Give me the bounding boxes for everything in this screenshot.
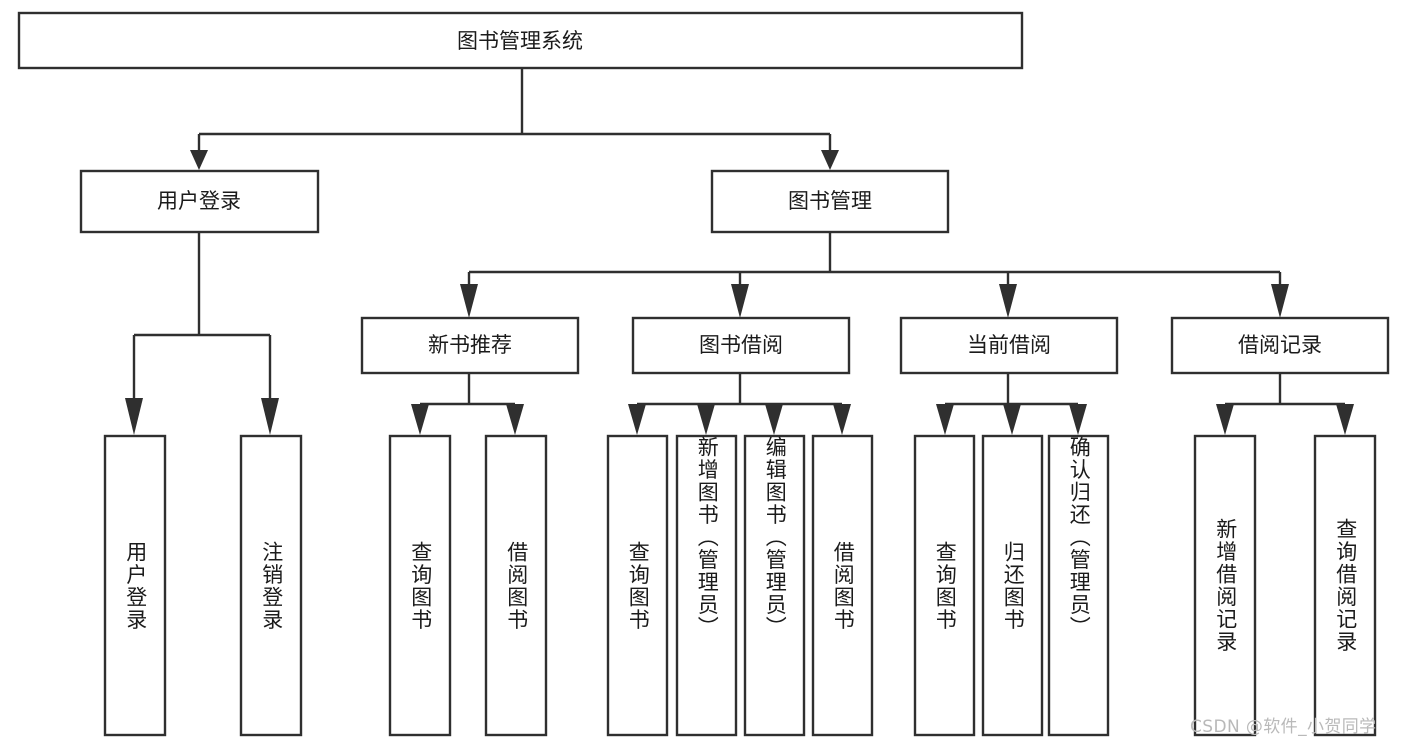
leaf-record-1-box[interactable] [1313, 434, 1377, 737]
arrow-current-leaf-0 [936, 404, 954, 435]
node-borrow-record-box[interactable] [1170, 316, 1390, 375]
leaf-borrow-1-box[interactable] [675, 434, 738, 737]
node-root-label: 图书管理系统 [457, 29, 583, 53]
arrow-book-mgmt-to-current [999, 284, 1017, 318]
arrow-borrow-leaf-1 [697, 404, 715, 435]
node-borrow-box[interactable] [631, 316, 851, 375]
leaf-borrow-0-box[interactable] [606, 434, 669, 737]
node-user-login-box[interactable] [79, 169, 320, 234]
leaf-record-0-box[interactable] [1193, 434, 1257, 737]
node-layer: 图书管理系统 用户登录 图书管理 新书推荐 图书借阅 当前借阅 借阅记录 [17, 11, 1390, 737]
leaf-current-0-box[interactable] [913, 434, 976, 737]
node-current-borrow-box[interactable] [899, 316, 1119, 375]
node-new-book-box[interactable] [360, 316, 580, 375]
connector-layer [125, 69, 1354, 435]
leaf-user-login-0-box[interactable] [103, 434, 167, 737]
arrow-root-to-user-login [190, 150, 208, 170]
leaf-new-book-0-box[interactable] [388, 434, 452, 737]
arrow-book-mgmt-to-new-book [460, 284, 478, 318]
leaf-user-login-1-box[interactable] [239, 434, 303, 737]
node-borrow-record-label: 借阅记录 [1238, 333, 1322, 357]
leaf-borrow-3-box[interactable] [811, 434, 874, 737]
node-book-mgmt-label: 图书管理 [788, 189, 872, 213]
node-new-book-label: 新书推荐 [428, 333, 512, 357]
node-current-borrow-label: 当前借阅 [967, 333, 1051, 357]
arrow-book-mgmt-to-record [1271, 284, 1289, 318]
arrow-record-leaf-0 [1216, 404, 1234, 435]
arrow-record-leaf-1 [1336, 404, 1354, 435]
leaf-new-book-1-box[interactable] [484, 434, 548, 737]
leaf-current-1-box[interactable] [981, 434, 1044, 737]
arrow-current-leaf-2 [1069, 404, 1087, 435]
watermark-text: CSDN @软件_小贺同学 [1190, 717, 1377, 737]
arrow-book-mgmt-to-borrow [731, 284, 749, 318]
arrow-user-login-leaf-1 [261, 398, 279, 435]
arrow-borrow-leaf-0 [628, 404, 646, 435]
node-user-login-label: 用户登录 [157, 189, 241, 213]
node-root-box[interactable] [17, 11, 1024, 70]
node-book-mgmt-box[interactable] [710, 169, 950, 234]
arrow-new-book-leaf-1 [506, 404, 524, 435]
arrow-current-leaf-1 [1003, 404, 1021, 435]
node-borrow-label: 图书借阅 [699, 333, 783, 357]
arrow-borrow-leaf-3 [833, 404, 851, 435]
arrow-user-login-leaf-0 [125, 398, 143, 435]
leaf-current-2-box[interactable] [1047, 434, 1110, 737]
leaf-borrow-2-box[interactable] [743, 434, 806, 737]
arrow-new-book-leaf-0 [411, 404, 429, 435]
arrow-root-to-book-mgmt [821, 150, 839, 170]
arrow-borrow-leaf-2 [765, 404, 783, 435]
